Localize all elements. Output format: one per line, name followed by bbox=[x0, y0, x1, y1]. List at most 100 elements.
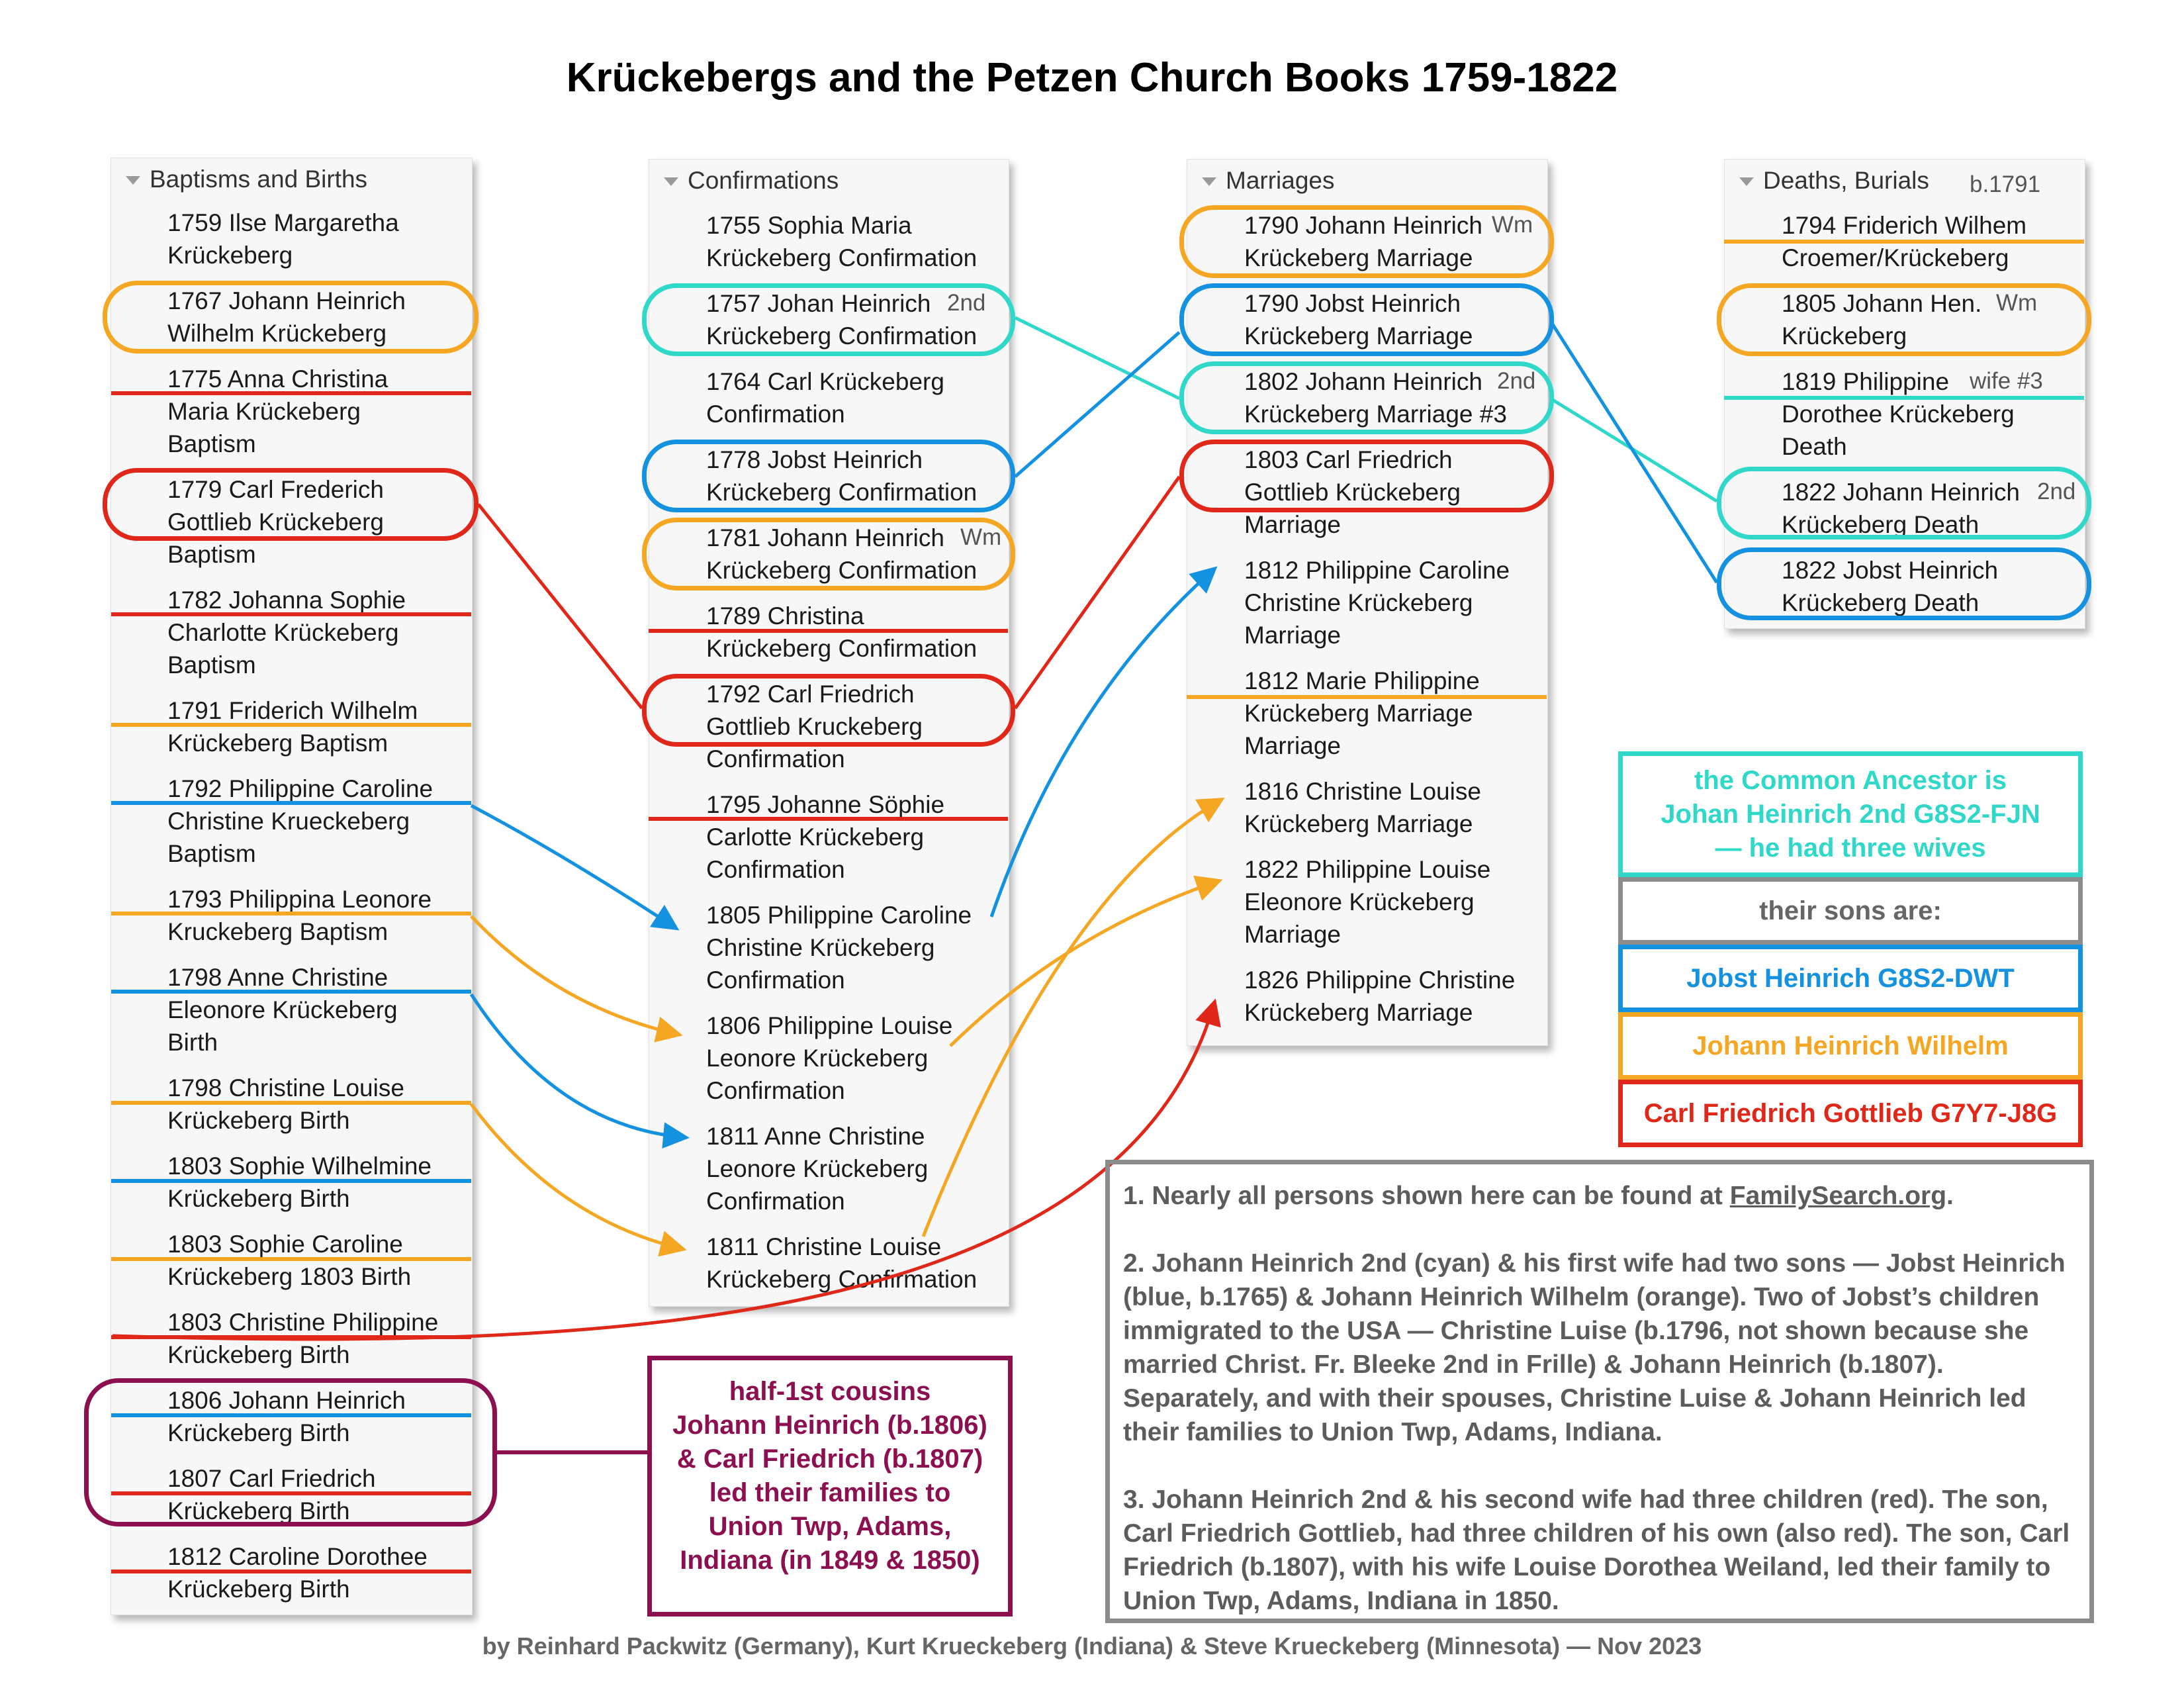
note-3: 3. Johann Heinrich 2nd & his second wife… bbox=[1123, 1485, 2070, 1615]
note-2: 2. Johann Heinrich 2nd (cyan) & his firs… bbox=[1123, 1249, 2066, 1446]
highlight-bar-red bbox=[111, 1570, 471, 1573]
highlight-bar-orange bbox=[1187, 695, 1547, 699]
collapse-triangle-icon[interactable] bbox=[1202, 177, 1216, 186]
collapse-triangle-icon[interactable] bbox=[1739, 177, 1754, 186]
link-orange bbox=[949, 875, 1223, 1047]
highlight-ring-red bbox=[1179, 440, 1554, 512]
marriages-header[interactable]: Marriages bbox=[1187, 160, 1335, 202]
link-blue bbox=[470, 804, 680, 931]
highlight-bar-orange bbox=[111, 912, 471, 915]
highlight-bar-red bbox=[649, 817, 1008, 821]
baptisms-list: Baptisms and Births 1759 Ilse Margaretha… bbox=[111, 158, 473, 1615]
legend-son-carl-friedrich: Carl Friedrich Gottlieb G7Y7-J8G bbox=[1618, 1080, 2083, 1147]
highlight-bar-orange bbox=[111, 723, 471, 727]
highlight-ring-orange bbox=[642, 518, 1015, 590]
collapse-triangle-icon[interactable] bbox=[126, 176, 140, 185]
highlight-ring-orange bbox=[1717, 283, 2091, 356]
link-cyan bbox=[1014, 316, 1181, 400]
deaths-header[interactable]: Deaths, Burials bbox=[1725, 160, 1929, 202]
credits-footer: by Reinhard Packwitz (Germany), Kurt Kru… bbox=[482, 1632, 1702, 1660]
legend-son-jobst: Jobst Heinrich G8S2-DWT bbox=[1618, 945, 2083, 1012]
link-orange bbox=[921, 797, 1225, 1237]
highlight-bar-red bbox=[111, 1491, 471, 1495]
confirmations-header[interactable]: Confirmations bbox=[649, 160, 839, 202]
highlight-ring-red bbox=[103, 468, 478, 541]
familysearch-link[interactable]: FamilySearch.org bbox=[1729, 1182, 1947, 1210]
highlight-ring-purple bbox=[84, 1378, 497, 1526]
highlight-ring-cyan bbox=[1179, 361, 1554, 434]
baptisms-header[interactable]: Baptisms and Births bbox=[111, 158, 367, 201]
link-blue bbox=[1014, 331, 1181, 478]
highlight-ring-blue bbox=[642, 440, 1015, 512]
generation-tag: Wm bbox=[1996, 290, 2038, 316]
highlight-ring-cyan bbox=[1717, 467, 2091, 539]
collapse-triangle-icon[interactable] bbox=[664, 177, 678, 186]
link-red bbox=[477, 503, 643, 710]
highlight-bar-red bbox=[111, 391, 471, 395]
notes-box: 1. Nearly all persons shown here can be … bbox=[1105, 1160, 2094, 1623]
highlight-bar-blue bbox=[111, 990, 471, 994]
highlight-ring-orange bbox=[103, 281, 478, 353]
link-blue bbox=[989, 566, 1218, 917]
cousins-note: half-1st cousins Johann Heinrich (b.1806… bbox=[647, 1356, 1013, 1617]
highlight-ring-blue bbox=[1179, 283, 1554, 356]
wife-tag: wife #3 bbox=[1970, 368, 2043, 394]
highlight-bar-cyan bbox=[1724, 396, 2084, 400]
link-orange bbox=[470, 915, 683, 1043]
link-blue bbox=[1551, 323, 1719, 584]
list-item[interactable]: 1805 Johann Hen.Krückeberg bbox=[1782, 290, 1982, 350]
highlight-bar-red bbox=[111, 612, 471, 616]
link-red bbox=[112, 998, 1221, 1341]
highlight-ring-red bbox=[642, 674, 1015, 747]
legend-son-johann-wilhelm: Johann Heinrich Wilhelm bbox=[1618, 1012, 2083, 1080]
highlight-bar-blue bbox=[111, 1413, 471, 1417]
note-1: 1. Nearly all persons shown here can be … bbox=[1123, 1182, 1954, 1210]
